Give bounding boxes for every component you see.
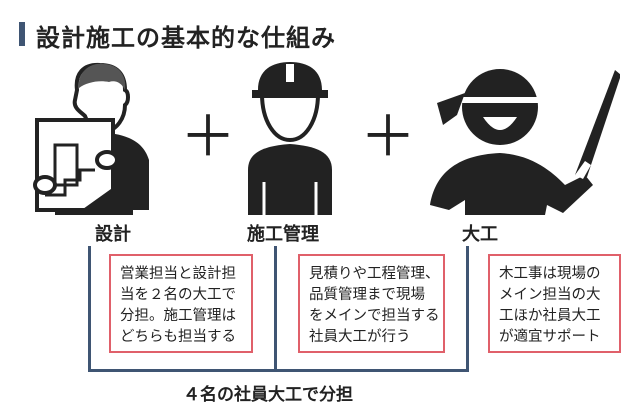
construction-manager-hardhat-icon (248, 62, 332, 215)
carpenter-with-saw-icon (430, 69, 620, 215)
role-label-construction-management: 施工管理 (247, 224, 319, 245)
bracket-right-line (466, 246, 469, 372)
plus-icon: ＋ (360, 105, 416, 170)
designer-with-blueprint-icon (33, 62, 149, 215)
plus-icon: ＋ (180, 105, 236, 170)
description-box-design: 営業担当と設計担 当を２名の大工で 分担。施工管理は どちらも担当する (109, 254, 253, 353)
bracket-middle-line (274, 246, 277, 372)
page-title: 設計施工の基本的な仕組み (36, 24, 336, 52)
role-label-carpenter: 大工 (462, 224, 498, 245)
bracket-bottom-line (88, 369, 469, 372)
description-box-carpenter: 木工事は現場の メイン担当の大 工ほか社員大工 が適宜サポート (488, 254, 621, 353)
role-label-design: 設計 (95, 224, 131, 245)
bracket-left-line (88, 246, 91, 372)
title-accent-bar (19, 22, 25, 46)
description-box-construction-management: 見積りや工程管理、 品質管理まで現場 をメインで担当する 社員大工が行う (298, 254, 445, 353)
bracket-caption: ４名の社員大工で分担 (183, 385, 353, 405)
